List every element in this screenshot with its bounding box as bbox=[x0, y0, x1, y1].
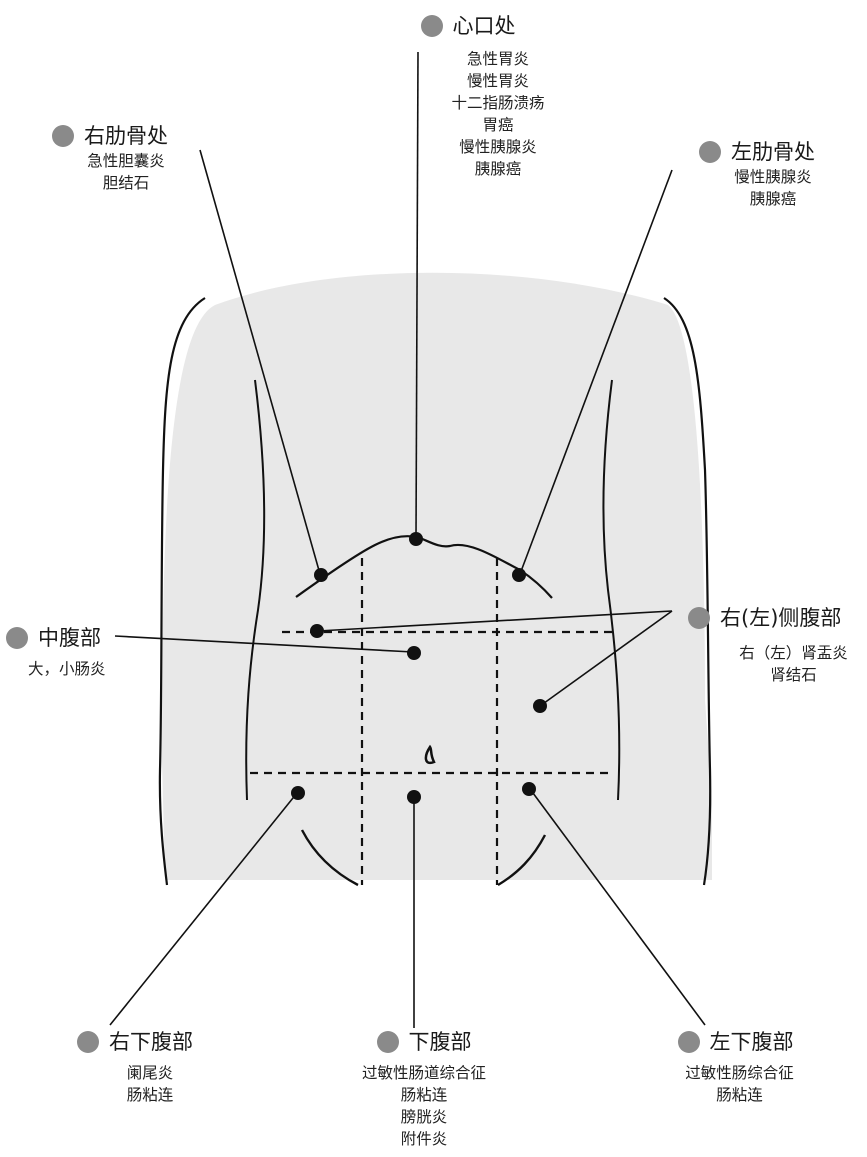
dot-middle-abdomen bbox=[407, 646, 421, 660]
condition-item: 肠粘连 bbox=[334, 1084, 514, 1106]
condition-item: 慢性胃炎 bbox=[428, 70, 568, 92]
condition-item: 阑尾炎 bbox=[85, 1062, 215, 1084]
condition-item: 胰腺癌 bbox=[428, 158, 568, 180]
region-marker-icon bbox=[6, 627, 28, 649]
dot-left-lower bbox=[522, 782, 536, 796]
condition-item: 慢性胰腺炎 bbox=[428, 136, 568, 158]
region-title: 中腹部 bbox=[38, 624, 101, 652]
region-right-rib: 右肋骨处 急性胆囊炎 胆结石 bbox=[25, 122, 195, 194]
condition-item: 肾结石 bbox=[724, 664, 863, 686]
region-marker-icon bbox=[52, 125, 74, 147]
region-marker-icon bbox=[688, 607, 710, 629]
condition-item: 胆结石 bbox=[57, 172, 195, 194]
torso-fill bbox=[162, 273, 712, 880]
region-lateral-abdomen: 右(左)侧腹部 右（左）肾盂炎 肾结石 bbox=[688, 604, 863, 686]
region-right-lower: 右下腹部 阑尾炎 肠粘连 bbox=[55, 1028, 215, 1106]
region-marker-icon bbox=[699, 141, 721, 163]
region-left-lower: 左下腹部 过敏性肠综合征 肠粘连 bbox=[648, 1028, 823, 1106]
condition-item: 右（左）肾盂炎 bbox=[724, 642, 863, 664]
region-marker-icon bbox=[678, 1031, 700, 1053]
dot-right-rib bbox=[314, 568, 328, 582]
condition-item: 过敏性肠道综合征 bbox=[334, 1062, 514, 1084]
condition-item: 急性胃炎 bbox=[428, 48, 568, 70]
region-middle-abdomen: 中腹部 大，小肠炎 bbox=[6, 624, 146, 680]
condition-item: 大，小肠炎 bbox=[28, 658, 146, 680]
condition-item: 肠粘连 bbox=[656, 1084, 823, 1106]
region-marker-icon bbox=[377, 1031, 399, 1053]
dot-right-lower bbox=[291, 786, 305, 800]
condition-item: 胃癌 bbox=[428, 114, 568, 136]
condition-item: 附件炎 bbox=[334, 1128, 514, 1150]
condition-item: 慢性胰腺炎 bbox=[704, 166, 842, 188]
dot-left-lateral bbox=[533, 699, 547, 713]
condition-item: 膀胱炎 bbox=[334, 1106, 514, 1128]
condition-item: 十二指肠溃疡 bbox=[428, 92, 568, 114]
dot-lower bbox=[407, 790, 421, 804]
condition-item: 胰腺癌 bbox=[704, 188, 842, 210]
condition-item: 过敏性肠综合征 bbox=[656, 1062, 823, 1084]
region-title: 右(左)侧腹部 bbox=[720, 604, 841, 632]
dot-epigastric bbox=[409, 532, 423, 546]
region-marker-icon bbox=[421, 15, 443, 37]
region-title: 右下腹部 bbox=[109, 1028, 193, 1056]
region-lower-abdomen: 下腹部 过敏性肠道综合征 肠粘连 膀胱炎 附件炎 bbox=[334, 1028, 514, 1150]
dot-right-lateral bbox=[310, 624, 324, 638]
region-title: 左肋骨处 bbox=[731, 138, 815, 166]
region-title: 心口处 bbox=[453, 12, 516, 40]
region-epigastric: 心口处 急性胃炎 慢性胃炎 十二指肠溃疡 胃癌 慢性胰腺炎 胰腺癌 bbox=[368, 12, 568, 180]
region-title: 左下腹部 bbox=[710, 1028, 794, 1056]
condition-item: 急性胆囊炎 bbox=[57, 150, 195, 172]
region-title: 下腹部 bbox=[409, 1028, 472, 1056]
dot-left-rib bbox=[512, 568, 526, 582]
condition-item: 肠粘连 bbox=[85, 1084, 215, 1106]
region-marker-icon bbox=[77, 1031, 99, 1053]
region-title: 右肋骨处 bbox=[84, 122, 168, 150]
region-left-rib: 左肋骨处 慢性胰腺炎 胰腺癌 bbox=[672, 138, 842, 210]
